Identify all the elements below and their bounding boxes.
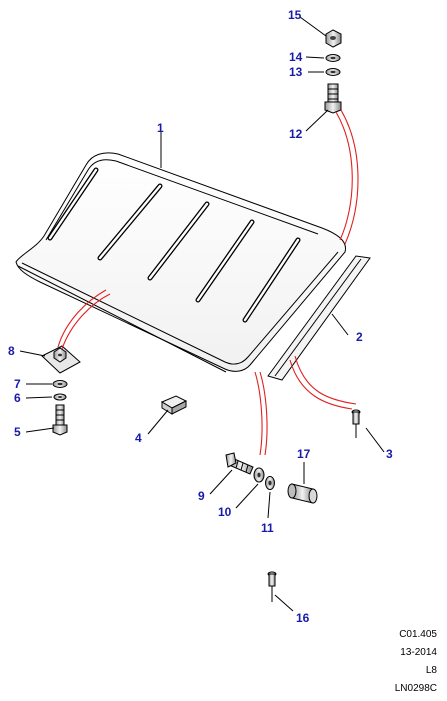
small-nut-icon [52, 380, 68, 388]
seal-strip [267, 255, 371, 381]
nut-icon [325, 29, 342, 48]
callout-8: 8 [8, 344, 15, 358]
sleeve-bush-icon [287, 483, 318, 504]
washer-icon [53, 393, 67, 401]
hex-bolt-icon [52, 404, 68, 436]
bolt-washer-icon [253, 467, 265, 483]
callout-1: 1 [157, 121, 164, 135]
clip-nut-plate-icon [41, 345, 81, 374]
flat-washer-icon [325, 68, 341, 76]
callout-13: 13 [289, 65, 303, 79]
callout-4: 4 [135, 431, 142, 445]
reference-date: 13-2014 [400, 647, 437, 658]
pop-rivet-icon [267, 571, 277, 602]
lock-washer-icon [325, 54, 341, 62]
callout-16: 16 [296, 611, 310, 625]
bolt-icon [324, 83, 342, 114]
callout-14: 14 [289, 50, 303, 64]
callout-9: 9 [198, 489, 205, 503]
roof-panel [15, 152, 347, 373]
angled-bolt-icon [225, 452, 254, 475]
callout-5: 5 [14, 425, 21, 439]
callout-numbers: 1 2 3 4 5 6 7 8 9 10 11 12 13 14 15 16 1… [8, 8, 393, 625]
callout-17: 17 [297, 447, 311, 461]
callout-3: 3 [386, 447, 393, 461]
callout-11: 11 [261, 521, 274, 535]
fixing-link-lines [57, 109, 359, 456]
spacer-washer-icon [265, 476, 275, 490]
reference-code: C01.405 [399, 629, 437, 640]
callout-2: 2 [356, 330, 363, 344]
callout-10: 10 [218, 505, 232, 519]
callout-7: 7 [14, 377, 21, 391]
rivet-icon [351, 409, 361, 438]
callout-12: 12 [289, 127, 303, 141]
reference-level: L8 [425, 665, 437, 676]
callout-6: 6 [14, 391, 21, 405]
callout-15: 15 [288, 8, 302, 22]
pad-block-icon [160, 395, 188, 415]
leader-lines [19, 16, 385, 612]
illustration-number: LN0298C [394, 683, 437, 694]
